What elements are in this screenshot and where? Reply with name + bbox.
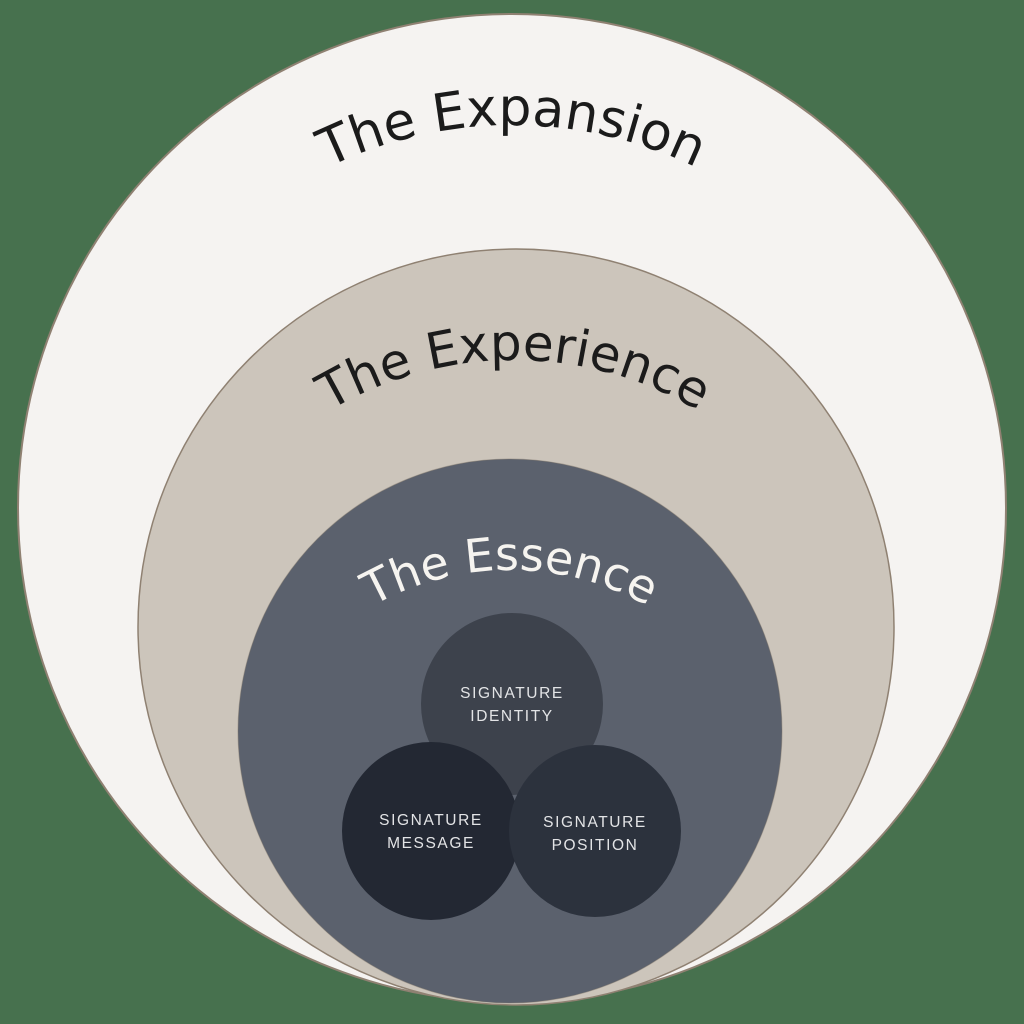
signature-identity-line2: IDENTITY	[470, 708, 553, 725]
signature-position-line2: POSITION	[552, 837, 639, 854]
circle-signature-message	[342, 742, 520, 920]
signature-message-line1: SIGNATURE	[379, 812, 483, 829]
signature-identity-line1: SIGNATURE	[460, 685, 564, 702]
signature-position-line1: SIGNATURE	[543, 814, 647, 831]
circle-signature-position	[509, 745, 681, 917]
signature-message-line2: MESSAGE	[387, 835, 475, 852]
